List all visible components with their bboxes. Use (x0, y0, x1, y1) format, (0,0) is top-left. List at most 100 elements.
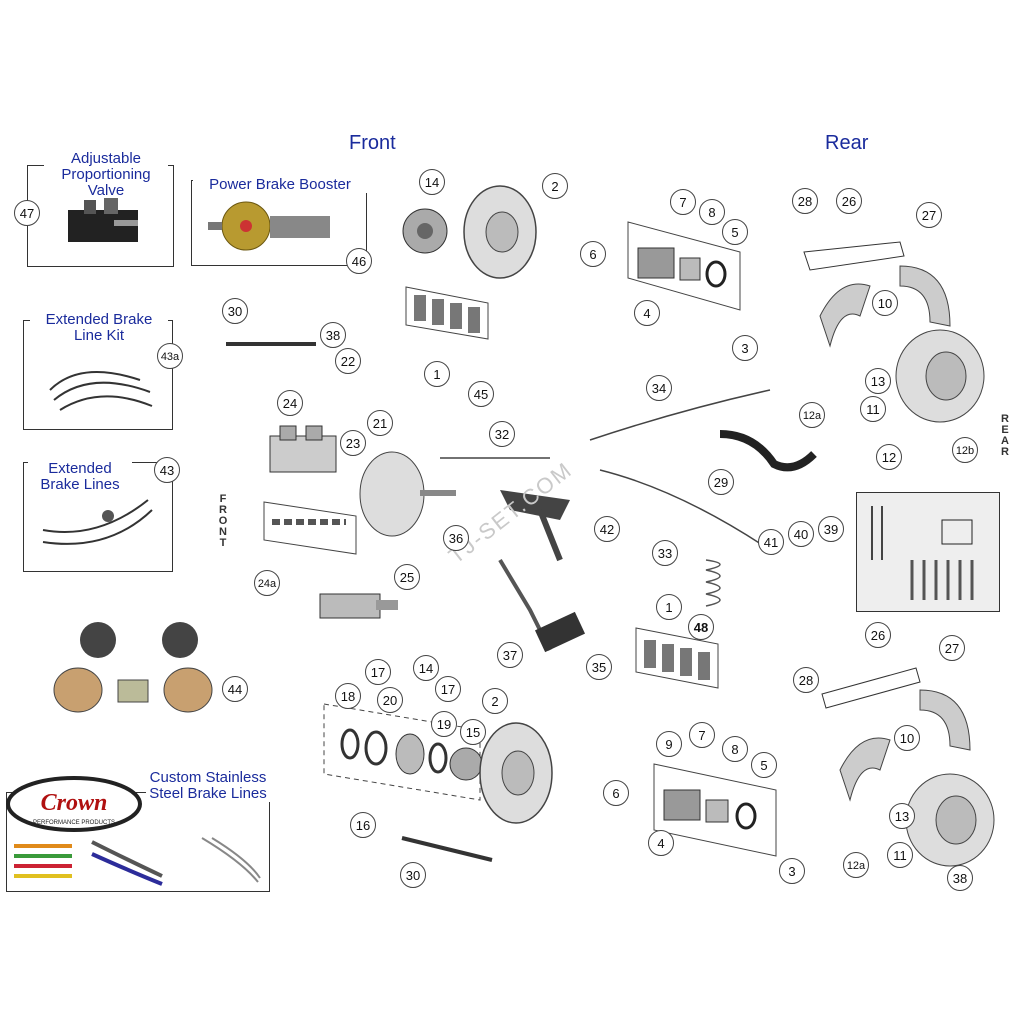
crown-logo-subtext: PERFORMANCE PRODUCTS (33, 820, 115, 826)
callout-29[interactable]: 29 (708, 469, 734, 495)
caliper-kit-top (627, 221, 741, 311)
callout-22[interactable]: 22 (335, 348, 361, 374)
spring-48 (705, 559, 721, 607)
front-rotor-bottom (479, 722, 553, 824)
brake-line-30-top (226, 342, 316, 346)
callout-8-bottom[interactable]: 8 (722, 736, 748, 762)
callout-37[interactable]: 37 (497, 642, 523, 668)
callout-21[interactable]: 21 (367, 410, 393, 436)
callout-14-bottom[interactable]: 14 (413, 655, 439, 681)
callout-12a-top[interactable]: 12a (799, 402, 825, 428)
callout-25[interactable]: 25 (394, 564, 420, 590)
callout-43a[interactable]: 43a (157, 343, 183, 369)
rear-brake-hose (719, 430, 817, 472)
master-cylinder (269, 425, 337, 473)
custom-lines-image (14, 837, 261, 886)
callout-7-bottom[interactable]: 7 (689, 722, 715, 748)
callout-38-bottom[interactable]: 38 (947, 865, 973, 891)
callout-3-bottom[interactable]: 3 (779, 858, 805, 884)
callout-47[interactable]: 47 (14, 200, 40, 226)
callout-30-top[interactable]: 30 (222, 298, 248, 324)
callout-36[interactable]: 36 (443, 525, 469, 551)
front-heading: Front (349, 132, 396, 154)
callout-2-top[interactable]: 2 (542, 173, 568, 199)
callout-18[interactable]: 18 (335, 683, 361, 709)
callout-41[interactable]: 41 (758, 529, 784, 555)
callout-13-top[interactable]: 13 (865, 368, 891, 394)
extended-line-kit-title: Extended Brake Line Kit (30, 312, 168, 344)
callout-24a[interactable]: 24a (254, 570, 280, 596)
custom-lines-box (6, 792, 270, 892)
callout-11-bottom[interactable]: 11 (887, 842, 913, 868)
callout-7-top[interactable]: 7 (670, 189, 696, 215)
callout-17-right[interactable]: 17 (435, 676, 461, 702)
callout-45[interactable]: 45 (468, 381, 494, 407)
callout-27-top[interactable]: 27 (916, 202, 942, 228)
callout-40[interactable]: 40 (788, 521, 814, 547)
callout-35[interactable]: 35 (586, 654, 612, 680)
callout-46[interactable]: 46 (346, 248, 372, 274)
callout-24[interactable]: 24 (277, 390, 303, 416)
callout-5-bottom[interactable]: 5 (751, 752, 777, 778)
callout-48[interactable]: 48 (688, 614, 714, 640)
callout-6-bottom[interactable]: 6 (603, 780, 629, 806)
callout-44[interactable]: 44 (222, 676, 248, 702)
brake-pads-bottom (635, 627, 719, 689)
callout-4-bottom[interactable]: 4 (648, 830, 674, 856)
rear-drum-top (803, 241, 985, 423)
callout-28-top[interactable]: 28 (792, 188, 818, 214)
rear-heading: Rear (825, 132, 869, 154)
callout-9[interactable]: 9 (656, 731, 682, 757)
callout-17-left[interactable]: 17 (365, 659, 391, 685)
callout-33[interactable]: 33 (652, 540, 678, 566)
extended-line-kit-image (49, 371, 153, 411)
callout-12a-bottom[interactable]: 12a (843, 852, 869, 878)
callout-43[interactable]: 43 (154, 457, 180, 483)
hub-exploded-bottom (323, 703, 483, 801)
rebuild-kit-24a (263, 501, 357, 555)
callout-13-bottom[interactable]: 13 (889, 803, 915, 829)
callout-32[interactable]: 32 (489, 421, 515, 447)
callout-38-top[interactable]: 38 (320, 322, 346, 348)
callout-23[interactable]: 23 (340, 430, 366, 456)
callout-12b[interactable]: 12b (952, 437, 978, 463)
crown-logo: Crown PERFORMANCE PRODUCTS (6, 776, 142, 832)
callout-19[interactable]: 19 (431, 711, 457, 737)
callout-26-top[interactable]: 26 (836, 188, 862, 214)
callout-4-top[interactable]: 4 (634, 300, 660, 326)
brake-booster (359, 451, 456, 537)
callout-1-top[interactable]: 1 (424, 361, 450, 387)
callout-12[interactable]: 12 (876, 444, 902, 470)
callout-26-bottom[interactable]: 26 (865, 622, 891, 648)
callout-8-top[interactable]: 8 (699, 199, 725, 225)
callout-11-top[interactable]: 11 (860, 396, 886, 422)
callout-10-bottom[interactable]: 10 (894, 725, 920, 751)
callout-30-bottom[interactable]: 30 (400, 862, 426, 888)
callout-27-bottom[interactable]: 27 (939, 635, 965, 661)
crown-logo-text: Crown (41, 790, 108, 816)
brake-booster-title: Power Brake Booster (193, 177, 367, 193)
rear-drum-bottom (821, 667, 995, 867)
proportioning-valve-25 (319, 593, 398, 619)
callout-1-bottom[interactable]: 1 (656, 594, 682, 620)
callout-14-top[interactable]: 14 (419, 169, 445, 195)
callout-3-top[interactable]: 3 (732, 335, 758, 361)
callout-10-top[interactable]: 10 (872, 290, 898, 316)
callout-6-top[interactable]: 6 (580, 241, 606, 267)
hardware-kit-image (871, 506, 974, 600)
callout-20[interactable]: 20 (377, 687, 403, 713)
callout-16[interactable]: 16 (350, 812, 376, 838)
disc-conversion-kit (53, 622, 213, 713)
callout-42[interactable]: 42 (594, 516, 620, 542)
callout-39[interactable]: 39 (818, 516, 844, 542)
callout-15[interactable]: 15 (460, 719, 486, 745)
caliper-kit-bottom (653, 763, 777, 857)
brake-line-30-bottom (401, 836, 493, 862)
brake-pads-top (405, 286, 489, 340)
callout-5-top[interactable]: 5 (722, 219, 748, 245)
callout-2-bottom[interactable]: 2 (482, 688, 508, 714)
callout-28-bottom[interactable]: 28 (793, 667, 819, 693)
proportioning-valve-image (68, 198, 138, 242)
callout-34[interactable]: 34 (646, 375, 672, 401)
